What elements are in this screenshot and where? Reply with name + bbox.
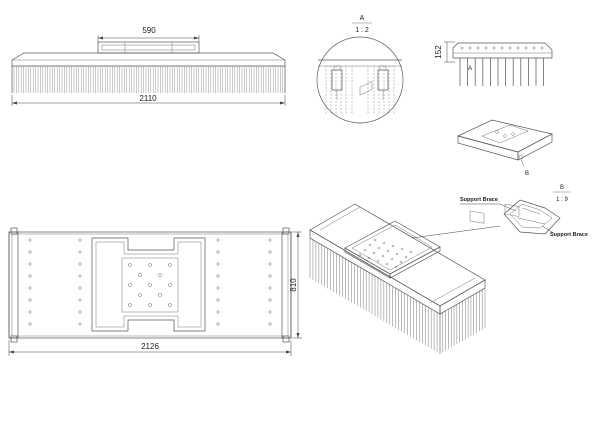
detail-a-letter: A <box>360 15 365 22</box>
support-brace-label-bottom: Support Brace <box>550 232 588 238</box>
plan-mounting-holes <box>28 238 272 326</box>
main-isometric-view <box>309 81 486 354</box>
detail-a-scale: 1 : 2 <box>355 27 369 34</box>
support-brace-label-top: Support Brace <box>460 197 498 203</box>
plan-view: 810 2126 <box>8 227 302 356</box>
side-view: 152 A <box>434 41 553 86</box>
bracket-isometric-view: B <box>456 119 553 224</box>
bracket-marker-b: B <box>525 171 529 177</box>
detail-b-view: B 1 : 9 Support Brace Support Brace <box>411 185 588 239</box>
detail-b-letter: B <box>560 185 564 191</box>
dimension-plan-width: 2126 <box>141 342 159 351</box>
isometric-mounting-holes <box>358 238 413 269</box>
front-elevation-view: 590 2110 <box>11 26 286 106</box>
dimension-height: 152 <box>434 45 443 59</box>
side-mounting-holes <box>460 46 544 50</box>
dimension-top-width: 590 <box>142 26 156 35</box>
heatsink-fins <box>13 66 284 93</box>
detail-b-scale: 1 : 9 <box>556 197 568 203</box>
isometric-fins <box>309 238 486 354</box>
dimension-overall-width: 2110 <box>139 94 157 103</box>
side-fins <box>459 58 544 86</box>
detail-a-fins <box>325 66 395 115</box>
side-marker-a: A <box>468 66 472 72</box>
dimension-plan-height: 810 <box>289 278 298 292</box>
detail-a-view: A 1 : 2 <box>316 15 404 124</box>
